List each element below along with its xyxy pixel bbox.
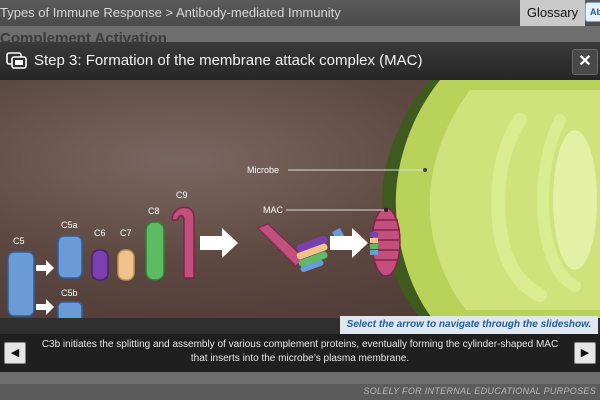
glossary-book-icon[interactable]: Ab: [585, 2, 600, 22]
c7-label: C7: [120, 228, 132, 238]
c8-label: C8: [148, 206, 160, 216]
slideshow-icon: [6, 52, 27, 69]
arrow-c5-to-c5a: [36, 260, 54, 276]
close-icon[interactable]: ✕: [572, 49, 598, 75]
slideshow-modal: Step 3: Formation of the membrane attack…: [0, 42, 600, 372]
diagram-stage: C5 C5a C5b C6 C7 C8 C9: [0, 80, 600, 318]
c6-label: C6: [94, 228, 106, 238]
slide-caption: C3b initiates the splitting and assembly…: [41, 339, 559, 364]
c5a-protein: [57, 235, 83, 279]
glossary-button[interactable]: Glossary: [520, 0, 585, 26]
c5b-protein: [57, 301, 83, 318]
caption-bar: ◀ C3b initiates the splitting and assemb…: [0, 334, 600, 372]
top-bar: Types of Immune Response > Antibody-medi…: [0, 0, 600, 26]
next-arrow-icon[interactable]: ▶: [574, 342, 596, 364]
modal-header: Step 3: Formation of the membrane attack…: [0, 42, 600, 80]
footer-disclaimer: SOLELY FOR INTERNAL EDUCATIONAL PURPOSES: [363, 386, 596, 396]
c9-label: C9: [176, 190, 188, 200]
mac-label: MAC: [263, 205, 284, 215]
c5a-label: C5a: [61, 220, 78, 230]
c5-label: C5: [13, 236, 25, 246]
prev-arrow-icon[interactable]: ◀: [4, 342, 26, 364]
c8-protein: [145, 221, 165, 281]
c9-protein: [171, 206, 195, 279]
arrow-c5-to-c5b: [36, 299, 54, 315]
breadcrumb[interactable]: Types of Immune Response > Antibody-medi…: [0, 5, 341, 20]
microbe-leader-dot: [423, 168, 427, 172]
c6-protein: [91, 249, 109, 281]
assembly-arrow-1: [200, 228, 238, 258]
assembly-arrow-2: [330, 228, 368, 258]
mac-leader-dot: [384, 208, 388, 212]
modal-title: Step 3: Formation of the membrane attack…: [34, 52, 423, 69]
c5-protein: [7, 251, 35, 317]
microbe-cell: [381, 80, 600, 318]
mac-diagram: C5 C5a C5b C6 C7 C8 C9: [7, 80, 600, 318]
navigation-instruction: Select the arrow to navigate through the…: [340, 316, 598, 334]
microbe-label: Microbe: [247, 165, 279, 175]
footer: SOLELY FOR INTERNAL EDUCATIONAL PURPOSES: [0, 384, 600, 400]
c7-protein: [117, 249, 135, 281]
mac-complex: [370, 207, 401, 277]
c5b-label: C5b: [61, 288, 78, 298]
